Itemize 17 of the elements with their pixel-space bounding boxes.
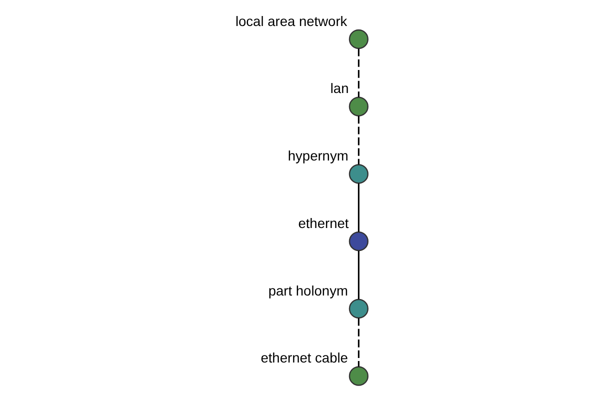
connector: [357, 250, 359, 300]
node-circle: [348, 96, 368, 116]
node-label: ethernet cable: [260, 350, 348, 366]
node-circle: [348, 164, 368, 184]
node-circle: [348, 366, 368, 386]
connector: [357, 48, 359, 98]
node-circle: [348, 298, 368, 319]
connector: [357, 183, 359, 232]
node-label: local area network: [234, 14, 347, 29]
node-label: part holonym: [268, 283, 348, 298]
connector: [357, 318, 359, 367]
node-label: lan: [330, 81, 348, 96]
node-label: hypernym: [287, 148, 348, 164]
node-circle: [348, 29, 368, 50]
node-label: ethernet: [298, 216, 348, 231]
connector: [357, 116, 359, 164]
node-circle: [348, 232, 368, 252]
